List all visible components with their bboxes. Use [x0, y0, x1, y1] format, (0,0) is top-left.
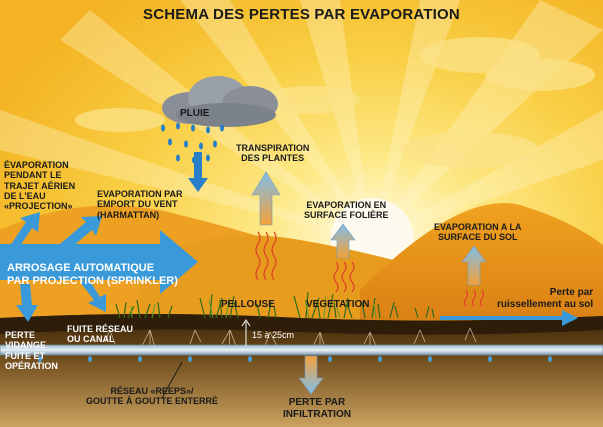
- label-line: DE L'EAU: [4, 191, 46, 202]
- dune-middle: [140, 235, 430, 330]
- evaporation-arrow-icon: [251, 171, 281, 226]
- label-evaporation-vent: EVAPORATION PAR EMPORT DU VENT (HARMATTA…: [97, 189, 183, 220]
- label-line: OU CANAL: [67, 334, 115, 345]
- grass-icon: [115, 291, 435, 319]
- label-line: FUITE RÉSEAU: [67, 324, 134, 334]
- label-line: PAR PROJECTION (SPRINKLER): [7, 274, 178, 287]
- label-line: EVAPORATION EN: [306, 200, 387, 210]
- rain-drops: [161, 122, 224, 164]
- label-arrosage-automatique: ARROSAGE AUTOMATIQUE PAR PROJECTION (SPR…: [7, 262, 178, 287]
- label-pluie: PLUIE: [180, 108, 210, 119]
- label-line: TRANSPIRATION: [236, 143, 310, 153]
- label-fuite-reseau: FUITE RÉSEAU OU CANAL: [67, 324, 133, 345]
- label-line: RÉSEAU «REEPS»/: [110, 386, 194, 396]
- label-line: INFILTRATION: [283, 408, 351, 420]
- label-line: ruissellement au sol: [497, 298, 594, 310]
- grass-highlight: [130, 295, 377, 319]
- label-line: SURFACE FOLIÈRE: [304, 210, 389, 221]
- runoff-arrow: [440, 310, 578, 326]
- label-line: SURFACE DU SOL: [437, 232, 518, 243]
- drip-emitters: [38, 356, 552, 362]
- label-line: GOUTTE À GOUTTE ENTERRÉ: [86, 396, 219, 407]
- label-evaporation-sol: EVAPORATION A LA SURFACE DU SOL: [434, 222, 522, 243]
- label-line: EVAPORATION A LA: [434, 222, 522, 232]
- label-line: VIDANGE: [5, 340, 47, 351]
- label-line: «PROJECTION»: [4, 201, 73, 212]
- heat-wave-icon: [255, 231, 485, 307]
- label-line: DES PLANTES: [241, 153, 305, 164]
- label-infiltration: PERTE PAR INFILTRATION: [283, 397, 351, 420]
- label-profondeur: 15 à 25cm: [252, 330, 295, 340]
- label-evaporation-foliere: EVAPORATION EN SURFACE FOLIÈRE: [304, 200, 389, 221]
- infiltration-arrow-icon: [298, 355, 324, 395]
- label-line: FUITE ET: [5, 350, 45, 361]
- label-line: TRAJET AÉRIEN: [4, 180, 76, 191]
- label-line: Perte par: [549, 287, 594, 298]
- page-title: SCHEMA DES PERTES PAR EVAPORATION: [143, 6, 460, 23]
- label-evaporation-trajet: ÉVAPORATION PENDANT LE TRAJET AÉRIEN DE …: [4, 160, 75, 212]
- label-line: PERTE: [5, 330, 36, 340]
- label-line: PENDANT LE: [4, 170, 62, 181]
- label-line: ARROSAGE AUTOMATIQUE: [7, 262, 155, 274]
- label-line: (HARMATTAN): [97, 209, 160, 220]
- rain-cloud-icon: [162, 76, 278, 127]
- reeps-pointer-line: [161, 361, 183, 399]
- label-line: OPÉRATION: [5, 361, 58, 372]
- sprinkler-spray-arrows: [0, 212, 198, 322]
- label-perte-vidange: PERTE VIDANGE FUITE ET OPÉRATION: [5, 330, 58, 371]
- depth-marker: [241, 319, 251, 346]
- label-line: ÉVAPORATION: [4, 160, 69, 170]
- label-transpiration: TRANSPIRATION DES PLANTES: [236, 143, 309, 164]
- turf-band: [0, 314, 603, 335]
- evaporation-arrow-icon: [330, 223, 356, 259]
- label-ruissellement: Perte par ruissellement au sol: [497, 287, 593, 310]
- label-reseau-reeps: RÉSEAU «REEPS»/ GOUTTE À GOUTTE ENTERRÉ: [86, 386, 218, 407]
- label-line: EVAPORATION PAR: [97, 189, 183, 199]
- dune-right: [360, 203, 603, 330]
- label-pelouse: PELLOUSE: [221, 299, 275, 310]
- label-vegetation: VEGETATION: [306, 299, 370, 310]
- pipe-icon: [0, 344, 603, 356]
- soil: [0, 314, 603, 427]
- rain-down-arrow: [188, 152, 208, 192]
- label-line: PERTE PAR: [288, 397, 346, 408]
- label-line: EMPORT DU VENT: [97, 199, 178, 210]
- evaporation-arrow-icon: [461, 245, 487, 286]
- background-clouds: [75, 37, 595, 168]
